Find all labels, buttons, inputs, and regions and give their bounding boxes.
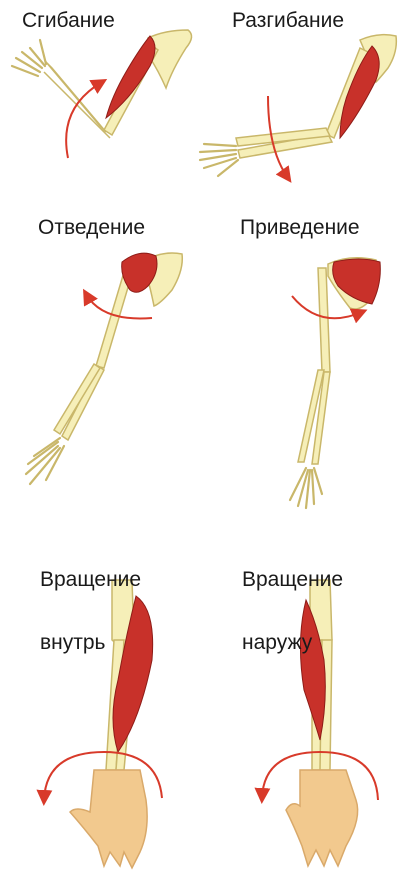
label-rotation-outward-line1: Вращение xyxy=(242,569,343,590)
label-abduction: Отведение xyxy=(38,217,145,238)
label-rotation-outward: Вращение наружу xyxy=(242,527,343,674)
hand xyxy=(70,770,147,868)
label-extension: Разгибание xyxy=(232,10,344,31)
panel-flexion xyxy=(12,30,192,158)
hand-bones xyxy=(290,468,322,508)
label-rotation-outward-line2: наружу xyxy=(242,632,343,653)
scapula xyxy=(148,30,192,88)
label-rotation-inward-line1: Вращение xyxy=(40,569,141,590)
hand-bones xyxy=(200,144,238,176)
hand-bones xyxy=(26,438,64,484)
label-flexion: Сгибание xyxy=(22,10,115,31)
biceps-muscle xyxy=(106,36,155,118)
panel-extension xyxy=(200,35,396,178)
label-rotation-inward-line2: внутрь xyxy=(40,632,141,653)
panel-adduction xyxy=(290,258,380,508)
humerus xyxy=(318,268,330,372)
label-rotation-inward: Вращение внутрь xyxy=(40,527,141,674)
pectoral-muscle xyxy=(333,259,381,304)
hand xyxy=(286,770,358,866)
panel-abduction xyxy=(26,253,182,484)
humerus xyxy=(96,272,132,368)
hand-bones xyxy=(12,40,46,76)
radius xyxy=(62,366,104,440)
ulna xyxy=(46,62,106,132)
label-adduction: Приведение xyxy=(240,217,360,238)
